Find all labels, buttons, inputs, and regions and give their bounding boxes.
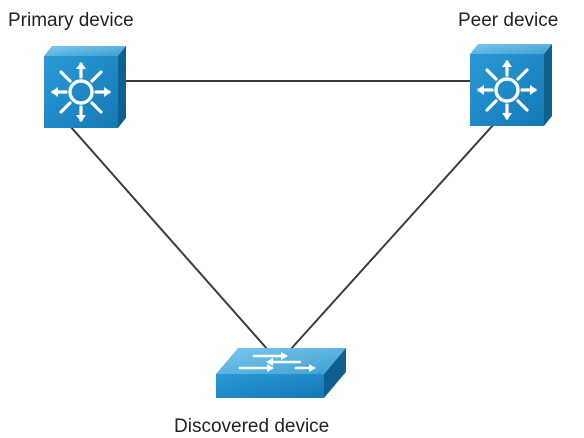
- discovered-device-label: Discovered device: [174, 416, 329, 437]
- peer-device-label: Peer device: [458, 10, 558, 31]
- discovered-device[interactable]: [216, 348, 346, 398]
- link-peer-discovered: [289, 123, 495, 351]
- multilayer-switch-icon: [44, 46, 126, 128]
- primary-device-label: Primary device: [8, 10, 134, 31]
- peer-device[interactable]: [470, 44, 552, 126]
- primary-device[interactable]: [44, 46, 126, 128]
- multilayer-switch-icon: [470, 44, 552, 126]
- link-primary-discovered: [69, 125, 269, 351]
- workgroup-switch-icon: [216, 348, 346, 398]
